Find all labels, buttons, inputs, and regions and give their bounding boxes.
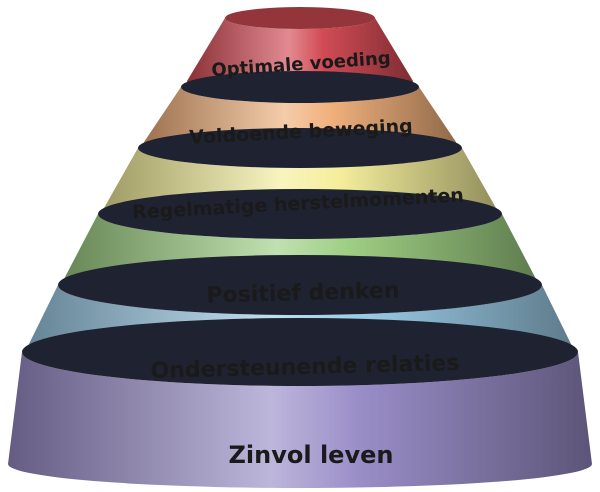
layer-separator: [181, 71, 419, 103]
layer-separator: [138, 128, 462, 168]
layer-band-zinvol-leven: [8, 352, 592, 488]
layer-separator: [22, 318, 578, 386]
layer-separator: [98, 189, 502, 239]
layer-label-positief-denken: Positief denken: [206, 278, 400, 308]
layer-separator: [58, 255, 542, 315]
cone-top-rim: [225, 7, 375, 29]
layer-label-zinvol-leven: Zinvol leven: [229, 441, 394, 469]
